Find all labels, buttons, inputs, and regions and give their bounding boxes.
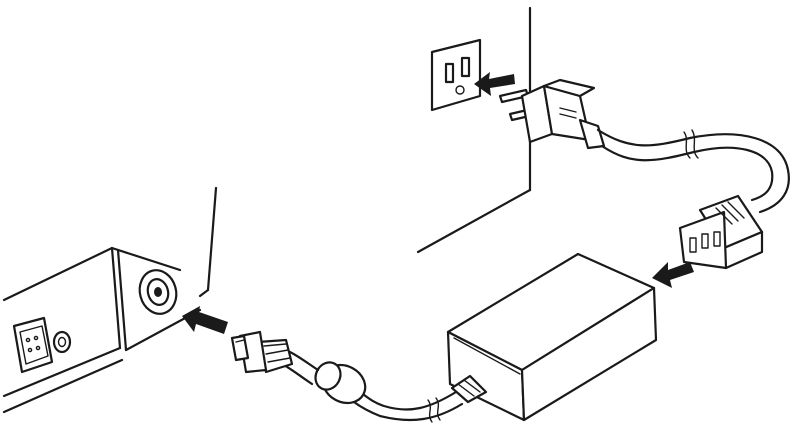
wall: [416, 6, 532, 254]
dc-plug: [230, 330, 294, 374]
serial-port: [12, 316, 72, 374]
wall-outlet: [430, 38, 482, 112]
ac-adapter: [446, 252, 658, 422]
arrow-into-outlet: [474, 72, 515, 96]
arrow-into-device: [182, 306, 228, 334]
device-housing: [2, 186, 218, 414]
mains-plug: [498, 78, 606, 150]
device-power-jack: [138, 269, 178, 315]
power-cord: [596, 128, 790, 214]
arrow-into-adapter: [652, 262, 694, 288]
dc-cable: [280, 350, 488, 423]
iec-connector: [678, 194, 764, 270]
